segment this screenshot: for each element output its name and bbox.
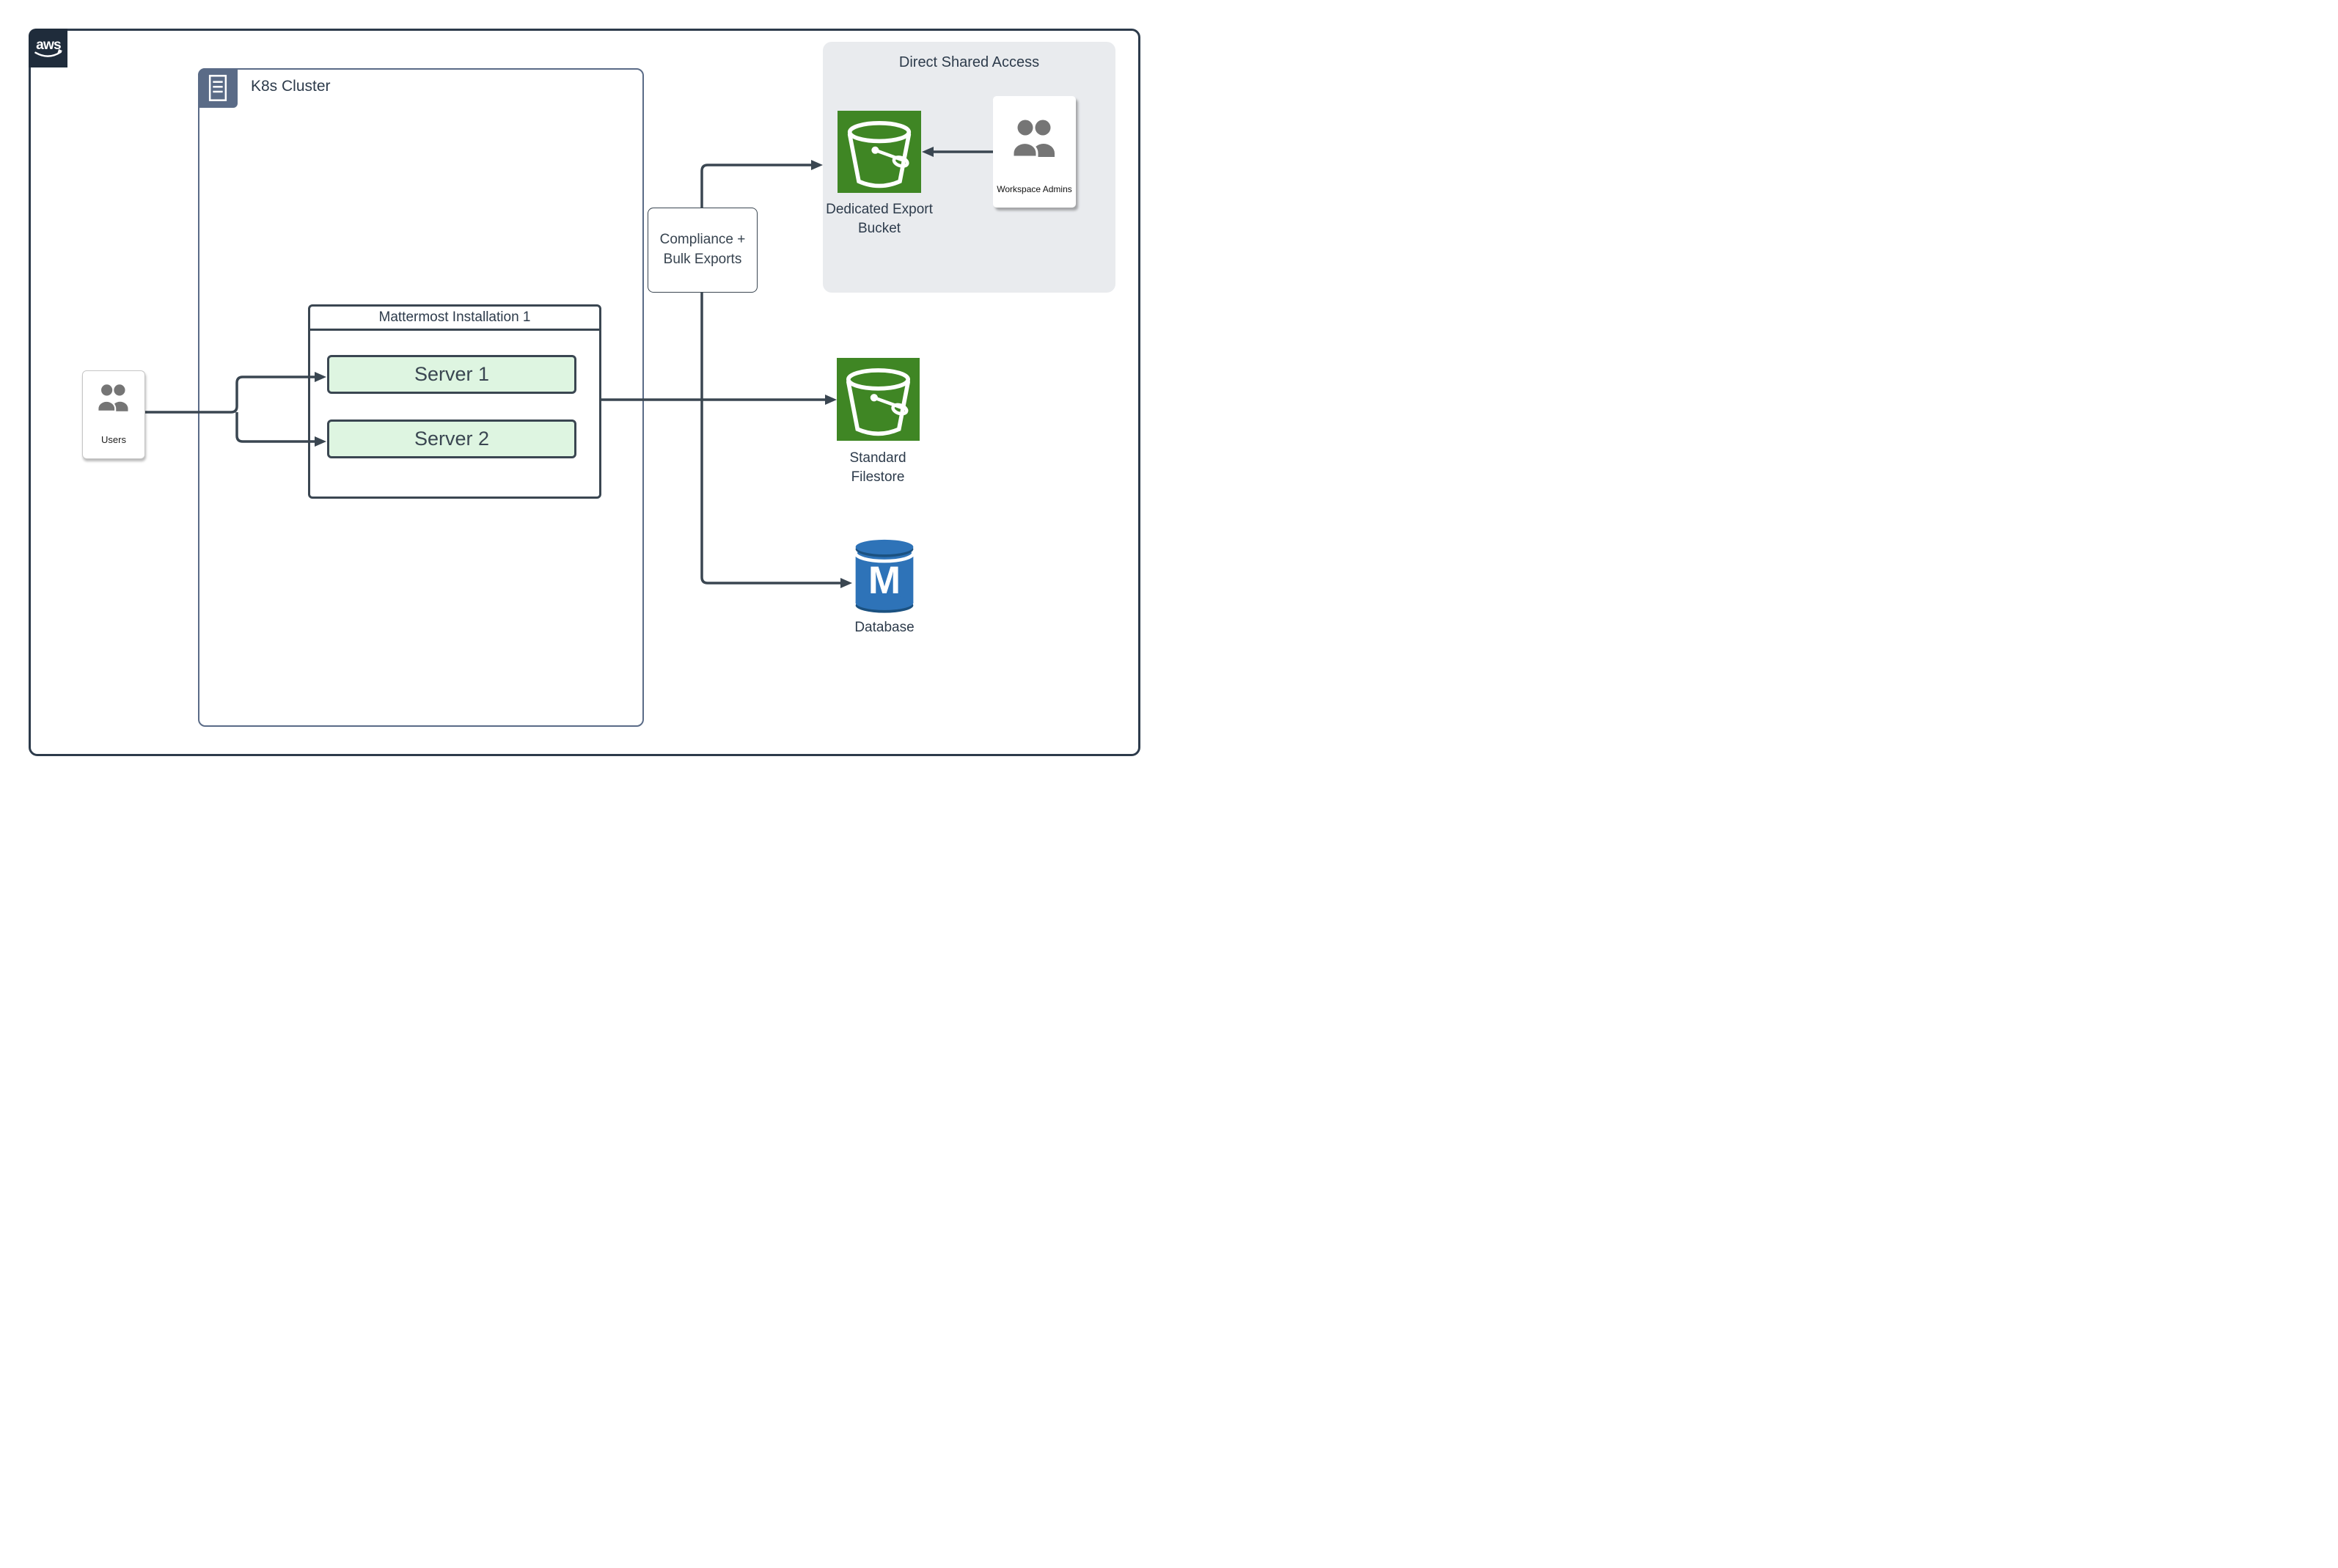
s3-bucket-icon-filestore — [837, 358, 920, 441]
compliance-bulk-exports-box: Compliance + Bulk Exports — [648, 208, 758, 293]
k8s-cluster-label: K8s Cluster — [251, 78, 331, 95]
standard-filestore-label-line1: Standard — [849, 450, 906, 466]
diagram-outer-frame — [29, 29, 1140, 756]
mattermost-installation-title: Mattermost Installation 1 — [310, 307, 599, 331]
compliance-line2: Bulk Exports — [663, 252, 742, 267]
aws-logo: aws — [29, 29, 67, 67]
users-label: Users — [101, 434, 126, 445]
k8s-cluster-badge — [198, 68, 238, 108]
workspace-admins-card: Workspace Admins — [993, 96, 1076, 208]
s3-bucket-icon-dedicated — [838, 111, 921, 193]
database-icon: M — [852, 538, 917, 618]
server-1-box: Server 1 — [327, 355, 576, 394]
aws-smile-icon — [34, 51, 62, 57]
dedicated-export-bucket-label-line2: Bucket — [857, 220, 901, 236]
users-icon — [97, 384, 128, 411]
server-rack-icon — [208, 75, 227, 101]
mattermost-installation-box: Mattermost Installation 1 Server 1 Serve… — [308, 304, 601, 499]
dedicated-export-bucket-label-line1: Dedicated Export — [826, 202, 933, 217]
standard-filestore-label-line2: Filestore — [851, 469, 905, 485]
workspace-admins-label: Workspace Admins — [997, 184, 1072, 194]
diagram-canvas: aws K8s Cluster Mattermost Installation … — [0, 0, 1169, 784]
standard-filestore-label: Standard Filestore — [805, 449, 951, 486]
compliance-line1: Compliance + — [659, 232, 746, 248]
users-card: Users — [82, 370, 145, 459]
aws-logo-icon: aws — [34, 37, 62, 57]
database-monogram: M — [868, 559, 901, 602]
aws-smile-tip — [56, 48, 62, 54]
aws-logo-text: aws — [36, 37, 61, 52]
direct-shared-access-title: Direct Shared Access — [898, 54, 1040, 70]
dedicated-export-bucket-label: Dedicated Export Bucket — [806, 200, 953, 238]
database-label: Database — [854, 620, 915, 635]
server-2-box: Server 2 — [327, 420, 576, 458]
workspace-admins-icon — [1011, 120, 1055, 158]
